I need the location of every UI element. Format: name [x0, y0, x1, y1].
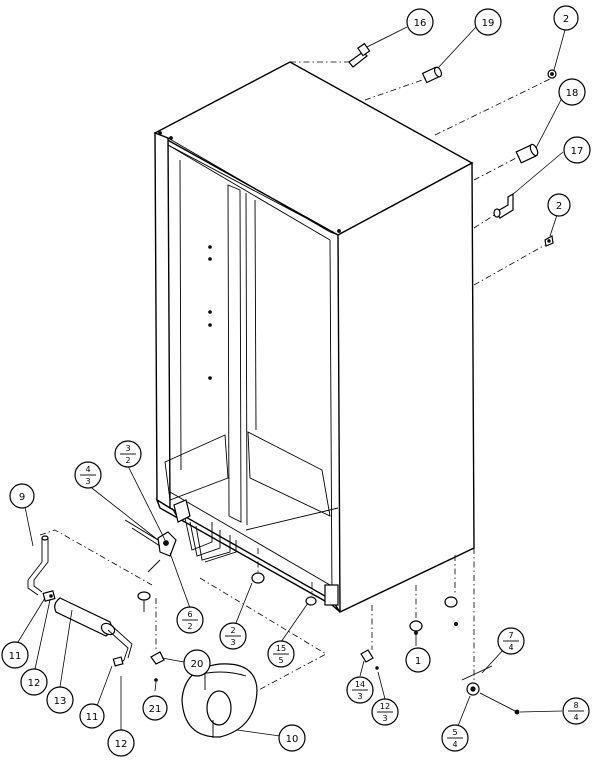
fraction-top: 4 [85, 465, 90, 474]
screw [375, 666, 379, 670]
fraction-bottom: 3 [382, 714, 387, 723]
callout-label: 2 [556, 201, 562, 212]
callout-2-side: 2 [547, 193, 571, 217]
callout-fraction-4-3: 4 3 [74, 461, 102, 489]
leveling-foot-right [444, 555, 458, 627]
callout-10: 10 [278, 724, 306, 752]
part-17-bracket [493, 192, 514, 219]
leader-lines [17, 26, 566, 738]
callout-label: 17 [571, 146, 584, 157]
fraction-bottom: 3 [357, 692, 362, 701]
callout-17: 17 [563, 136, 591, 164]
fraction-bottom: 4 [573, 713, 578, 722]
callout-label: 12 [28, 678, 41, 689]
leveling-foot-front-left [137, 591, 151, 612]
callout-fraction-7-4: 7 4 [497, 627, 525, 655]
callout-20: 20 [183, 649, 211, 677]
callout-9: 9 [9, 483, 35, 509]
projection-line [39, 529, 153, 586]
projection-line [473, 244, 546, 286]
callout-label: 11 [86, 712, 99, 723]
callout-fraction-3-2: 3 2 [114, 440, 142, 468]
fraction-top: 14 [355, 680, 365, 689]
callout-fraction-2-3: 2 3 [219, 622, 247, 650]
fraction-bottom: 4 [452, 740, 457, 749]
callout-12-right: 12 [107, 729, 135, 757]
projection-line [434, 77, 553, 136]
callout-2-top: 2 [553, 5, 579, 31]
part-2-cap-nut-side [544, 235, 554, 247]
screw [154, 678, 158, 682]
callout-label: 2 [563, 14, 569, 25]
fraction-top: 8 [573, 701, 578, 710]
fraction-top: 7 [508, 631, 513, 640]
callout-fraction-5-4: 5 4 [441, 724, 469, 752]
fraction-top: 6 [187, 610, 192, 619]
callout-fraction-15-5: 15 5 [267, 640, 295, 668]
projection-line [473, 213, 497, 229]
leveling-foot-15 [305, 582, 317, 606]
callout-18: 18 [558, 78, 586, 106]
leveling-foot-1 [251, 548, 265, 584]
part-14-clip [360, 605, 374, 663]
callout-label: 20 [191, 659, 204, 670]
callout-1: 1 [405, 647, 431, 673]
fraction-bottom: 2 [187, 622, 192, 631]
callout-label: 13 [54, 696, 67, 707]
callout-label: 16 [414, 18, 427, 29]
callout-11-right: 11 [79, 703, 105, 729]
projection-line [364, 77, 429, 101]
roller-bracket [324, 584, 339, 606]
callout-label: 21 [149, 704, 162, 715]
fraction-top: 3 [125, 444, 130, 453]
callout-11-left: 11 [1, 641, 29, 669]
part-19-bushing [421, 66, 443, 84]
fraction-top: 15 [276, 644, 286, 653]
part-5-roller-foot [461, 548, 520, 715]
water-tube [204, 540, 237, 563]
callout-label: 19 [482, 18, 495, 29]
fraction-bottom: 4 [508, 643, 513, 652]
callout-16: 16 [406, 8, 434, 36]
callout-label: 9 [19, 492, 25, 503]
callout-label: 12 [115, 739, 128, 750]
part-16-fitting [348, 42, 371, 68]
water-filter-assembly [27, 535, 133, 667]
callout-label: 18 [566, 88, 579, 99]
part-18-bushing [515, 143, 539, 164]
callout-fraction-12-3: 12 3 [371, 698, 399, 726]
fraction-top: 2 [230, 626, 235, 635]
fraction-bottom: 3 [85, 477, 90, 486]
fraction-top: 5 [452, 728, 457, 737]
fraction-top: 12 [380, 702, 390, 711]
part-20-clip [150, 651, 165, 665]
fraction-bottom: 5 [278, 656, 283, 665]
water-tube [189, 521, 221, 557]
drain-valve-assembly [124, 499, 191, 573]
callout-fraction-6-2: 6 2 [176, 606, 204, 634]
callout-fraction-8-4: 8 4 [562, 697, 590, 725]
callout-label: 10 [286, 734, 299, 745]
projection-line [473, 155, 521, 181]
cabinet-body [153, 61, 475, 614]
callout-label: 11 [9, 651, 22, 662]
callout-12-left: 12 [20, 668, 48, 696]
callout-fraction-14-3: 14 3 [346, 676, 374, 704]
callout-19: 19 [474, 8, 502, 36]
part-1-foot [409, 585, 423, 635]
callout-21: 21 [142, 695, 168, 721]
fraction-bottom: 3 [230, 638, 235, 647]
callout-label: 1 [415, 656, 421, 667]
water-tube [195, 525, 231, 561]
callout-13: 13 [46, 686, 74, 714]
water-tube [184, 517, 213, 551]
fraction-bottom: 2 [125, 456, 130, 465]
part-2-cap-nut-top [547, 69, 557, 79]
